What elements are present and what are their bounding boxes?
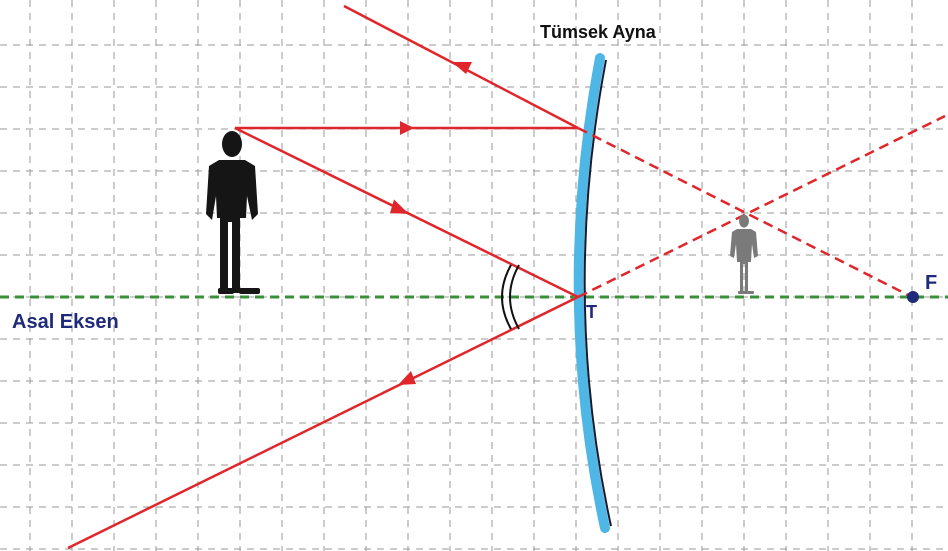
angle-arc-outer bbox=[501, 264, 512, 330]
focus-point bbox=[907, 291, 919, 303]
angle-arc-inner bbox=[509, 264, 520, 330]
image-person-icon bbox=[730, 214, 758, 294]
mirror-label: Tümsek Ayna bbox=[540, 22, 657, 42]
vertex-label: T bbox=[586, 302, 597, 322]
focus-label: F bbox=[925, 272, 937, 294]
object-person-icon bbox=[206, 131, 260, 294]
arrowhead-parallel-ray bbox=[400, 121, 414, 135]
virtual-ray-extension bbox=[577, 114, 946, 299]
virtual-ray-to-focus bbox=[577, 126, 913, 299]
convex-mirror bbox=[573, 53, 610, 533]
principal-axis-label: Asal Eksen bbox=[12, 311, 119, 333]
arrowhead-reflected-upper-ray bbox=[452, 62, 472, 74]
reflected-ray-lower bbox=[67, 295, 579, 550]
arrowhead-reflected-lower-ray bbox=[398, 371, 416, 385]
arrowhead-incident-vertex-ray bbox=[390, 199, 409, 214]
